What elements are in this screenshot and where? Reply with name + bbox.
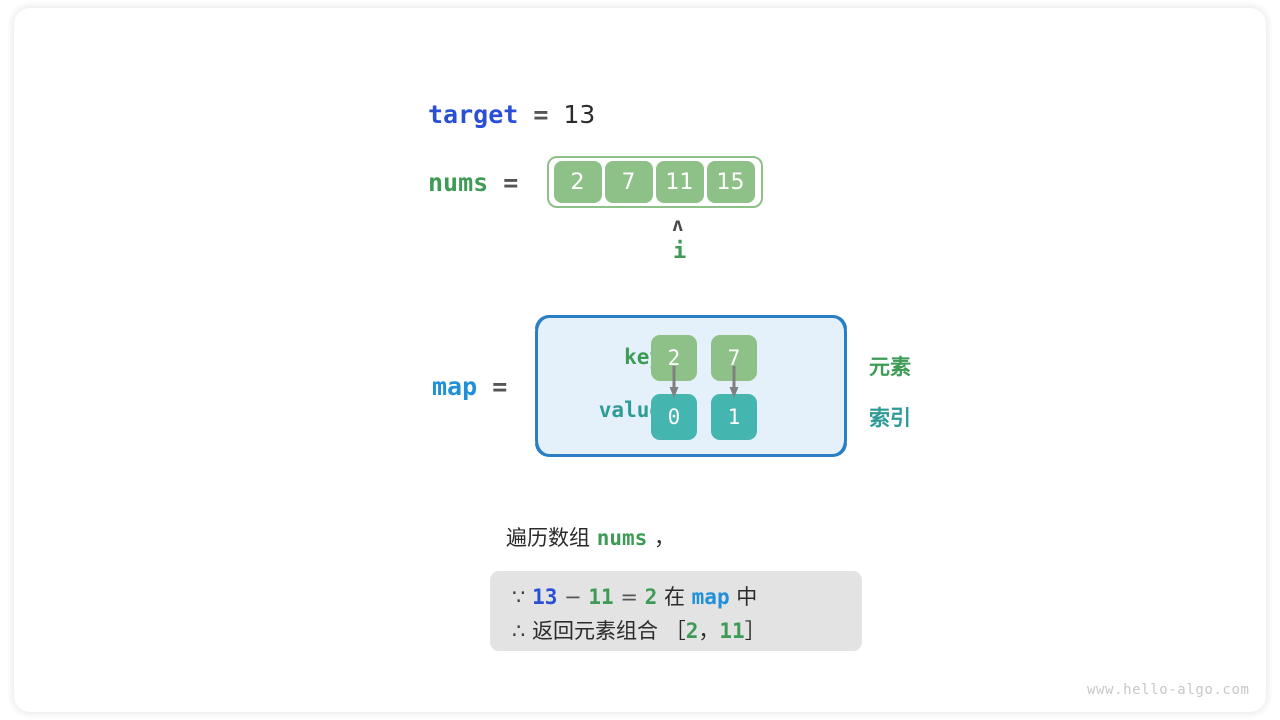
conclusion-target-value: 13: [532, 585, 558, 609]
conclusion-in-word: 在: [663, 585, 685, 609]
nums-equals-sign: =: [503, 168, 519, 197]
nums-declaration: nums =: [428, 168, 518, 197]
map-value-cell: 1: [711, 394, 757, 440]
conclusion-inside-word: 中: [736, 585, 758, 609]
map-key-row-label: key: [624, 345, 662, 369]
legend-element-label: 元素: [869, 355, 911, 379]
legend-index-label: 索引: [869, 406, 911, 430]
conclusion-line-2: ∴ 返回元素组合 ［2，11］: [512, 614, 862, 648]
map-value-row-label: value: [598, 398, 662, 422]
array-cell: 15: [706, 161, 755, 203]
key-to-value-arrow-icon: [729, 366, 739, 398]
conclusion-current-element: 11: [588, 585, 614, 609]
right-bracket: ］: [744, 619, 766, 643]
hash-map-container: key value 2 7 0 1: [535, 315, 847, 457]
caption-prefix: 遍历数组: [506, 526, 590, 550]
conclusion-return-text: 返回元素组合: [532, 619, 659, 643]
key-to-value-arrow-icon: [669, 366, 679, 398]
conclusion-complement: 2: [644, 585, 658, 609]
because-symbol: ∵: [512, 585, 526, 609]
nums-array: 2 7 11 15: [547, 156, 763, 208]
result-value-2: 11: [719, 619, 745, 643]
array-cell: 2: [553, 161, 602, 203]
array-cell: 11: [655, 161, 704, 203]
caption-suffix: ，: [653, 526, 675, 550]
nums-variable-name: nums: [428, 168, 489, 197]
result-comma: ，: [698, 619, 720, 643]
map-variable-name: map: [432, 372, 478, 401]
slide-card: target = 13 nums = 2 7 11 15 ʌ i map = k…: [14, 8, 1266, 712]
map-value-cell: 0: [651, 394, 697, 440]
caption-text: 遍历数组 nums ，: [506, 522, 675, 552]
target-value: 13: [563, 100, 596, 129]
conclusion-map-name: map: [691, 585, 730, 609]
therefore-symbol: ∴: [512, 619, 526, 643]
conclusion-line-1: ∵ 13 − 11 = 2 在 map 中: [512, 580, 862, 614]
conclusion-box: ∵ 13 − 11 = 2 在 map 中 ∴ 返回元素组合 ［2，11］: [490, 571, 862, 651]
target-variable-name: target: [428, 100, 519, 129]
map-declaration: map =: [432, 372, 507, 401]
result-value-1: 2: [685, 619, 699, 643]
array-cell: 7: [604, 161, 653, 203]
target-declaration: target = 13: [428, 100, 595, 129]
caption-variable: nums: [596, 526, 648, 550]
index-pointer-label: i: [673, 239, 687, 264]
target-equals-sign: =: [533, 100, 549, 129]
map-equals-sign: =: [492, 372, 508, 401]
index-pointer-caret-icon: ʌ: [672, 214, 684, 236]
minus-sign: −: [564, 585, 582, 609]
left-bracket: ［: [664, 619, 686, 643]
equals-sign: =: [620, 585, 638, 609]
watermark: www.hello-algo.com: [1087, 682, 1250, 698]
